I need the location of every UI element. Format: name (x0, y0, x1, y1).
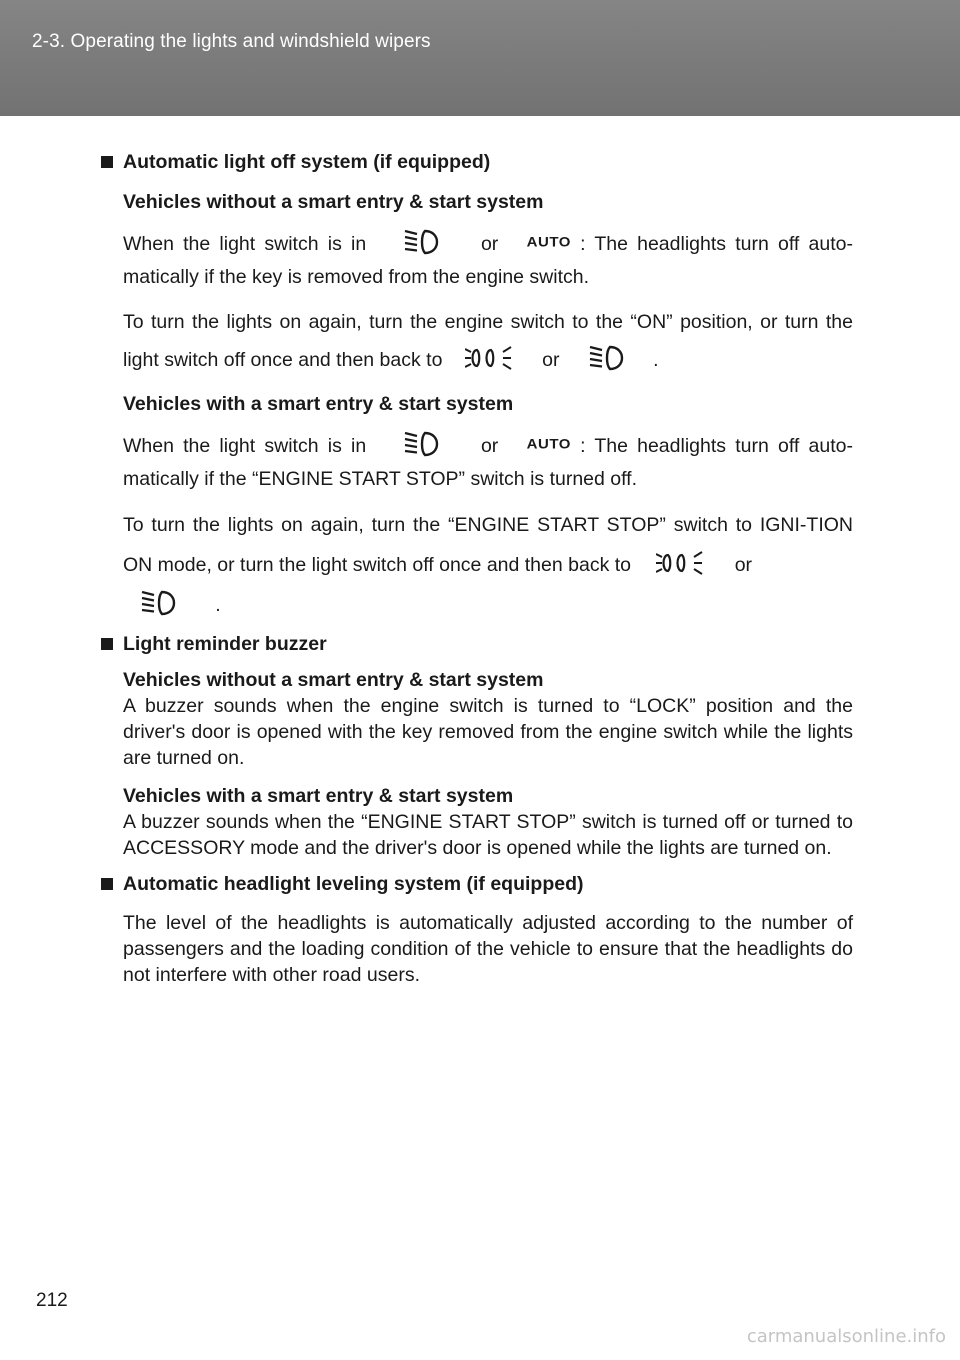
tail-light-icon (655, 550, 703, 575)
subheading-with: Vehicles with a smart entry & start syst… (123, 784, 514, 807)
section-heading: Automatic headlight leveling system (if … (101, 871, 853, 897)
section-heading: Light reminder buzzer (101, 631, 853, 657)
auto-icon: AUTO (526, 436, 571, 452)
paragraph: The level of the headlights is automatic… (123, 911, 853, 986)
headlight-icon (142, 590, 176, 615)
paragraph: When the light switch is in or AUTO : Th… (123, 228, 853, 293)
page-header: 2-3. Operating the lights and windshield… (0, 0, 960, 116)
page-content: Automatic light off system (if equipped)… (101, 149, 853, 988)
section-leveling: Automatic headlight leveling system (if … (101, 871, 853, 988)
auto-icon: AUTO (526, 234, 571, 251)
paragraph: A buzzer sounds when the “ENGINE START S… (123, 810, 853, 859)
section-auto-off: Automatic light off system (if equipped)… (101, 149, 853, 625)
subheading-without: Vehicles without a smart entry & start s… (123, 191, 544, 213)
paragraph: When the light switch is in or AUTO : Th… (123, 430, 853, 495)
headlight-icon (590, 345, 624, 370)
page-number: 212 (36, 1290, 68, 1311)
square-bullet-icon (101, 877, 113, 890)
watermark: carmanualsonline.info (746, 1326, 946, 1347)
headlight-icon (404, 229, 438, 255)
square-bullet-icon (101, 156, 113, 168)
paragraph: To turn the lights on again, turn the en… (123, 310, 853, 371)
paragraph: To turn the lights on again, turn the “E… (123, 513, 853, 616)
section-title: 2-3. Operating the lights and windshield… (32, 31, 431, 52)
subheading-without: Vehicles without a smart entry & start s… (123, 668, 544, 691)
section-heading: Automatic light off system (if equipped) (101, 149, 853, 175)
paragraph: A buzzer sounds when the engine switch i… (123, 694, 853, 769)
headlight-icon (404, 431, 438, 456)
tail-light-icon (465, 345, 512, 370)
square-bullet-icon (101, 637, 113, 650)
section-buzzer: Light reminder buzzer Vehicles without a… (101, 631, 853, 861)
subheading-with: Vehicles with a smart entry & start syst… (123, 392, 514, 415)
